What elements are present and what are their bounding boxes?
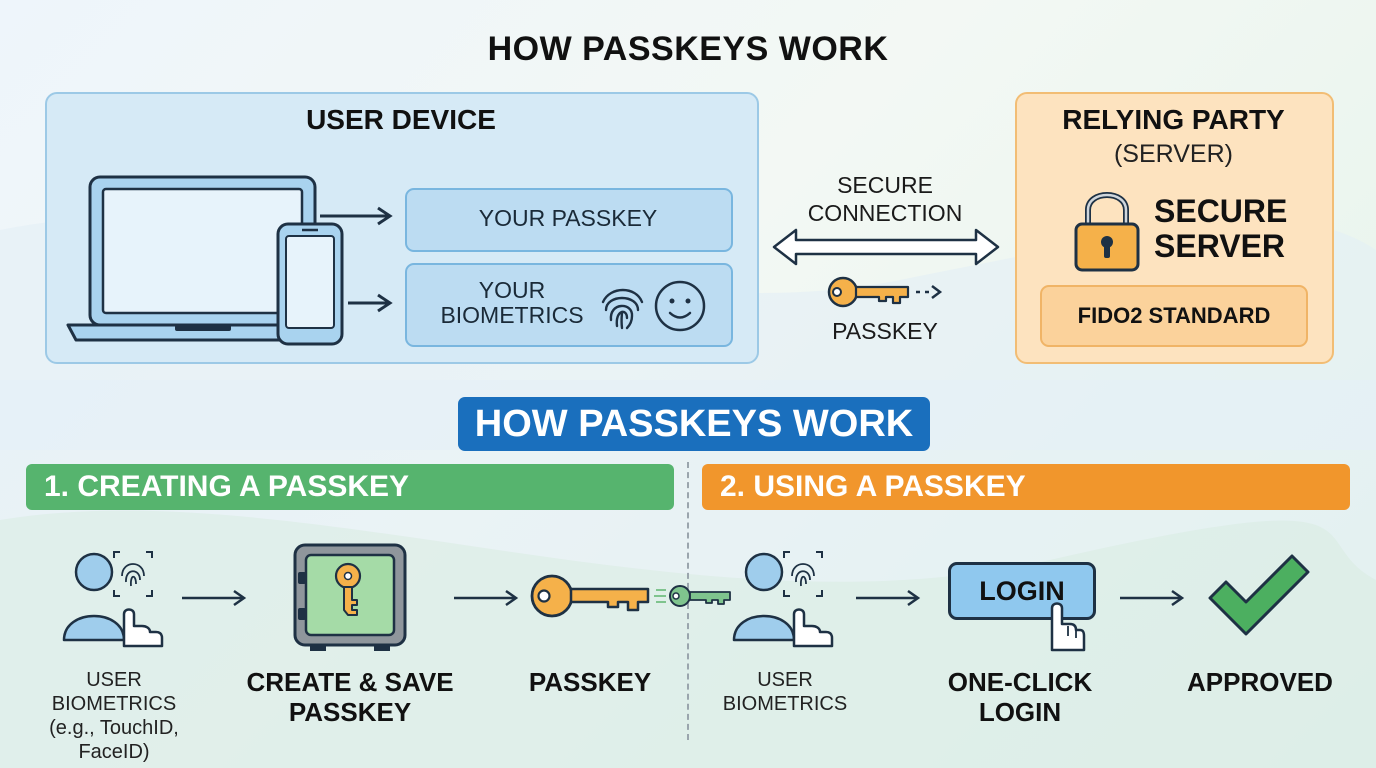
arrow-icon xyxy=(856,589,921,607)
your-biometrics-box xyxy=(405,263,733,347)
user-device-title: USER DEVICE xyxy=(306,104,496,135)
double-arrow-icon xyxy=(772,228,1000,266)
creating-step1-line3: (e.g., TouchID, FaceID) xyxy=(49,717,179,763)
creating-step2-line2: PASSKEY xyxy=(288,696,412,727)
secure-connection-label: SECURE CONNECTION xyxy=(790,172,980,227)
padlock-icon xyxy=(1074,192,1140,272)
connection-passkey-label: PASSKEY xyxy=(832,318,938,344)
phone-icon xyxy=(276,222,344,346)
your-biometrics-label: YOUR BIOMETRICS xyxy=(420,277,604,329)
your-passkey-label: YOUR PASSKEY xyxy=(478,205,658,231)
pointer-hand-icon xyxy=(1050,602,1086,652)
your-passkey-box xyxy=(405,188,733,252)
user-touch-icon xyxy=(732,551,834,648)
secure-connection-line2: CONNECTION xyxy=(807,199,963,226)
using-step2-caption: ONE-CLICK LOGIN xyxy=(925,667,1115,728)
login-button[interactable]: LOGIN xyxy=(948,562,1096,620)
using-step3-caption: APPROVED xyxy=(1187,667,1333,697)
key-icon xyxy=(530,574,650,618)
creating-step3-caption: PASSKEY xyxy=(528,667,652,697)
relying-party-title: RELYING PARTY xyxy=(1062,104,1285,135)
creating-step1-caption: USER BIOMETRICS (e.g., TouchID, FaceID) xyxy=(20,668,208,764)
section-banner: HOW PASSKEYS WORK xyxy=(458,397,930,451)
biometrics-line2: BIOMETRICS xyxy=(440,302,584,329)
using-step2-line1: ONE-CLICK xyxy=(947,667,1093,697)
using-heading: 2. USING A PASSKEY xyxy=(702,464,1350,510)
arrow-icon xyxy=(1120,589,1185,607)
user-touch-icon xyxy=(62,551,164,648)
using-step1-line2: BIOMETRICS xyxy=(722,693,848,715)
safe-icon xyxy=(293,543,407,651)
creating-step2-caption: CREATE & SAVE PASSKEY xyxy=(240,667,460,728)
creating-heading: 1. CREATING A PASSKEY xyxy=(26,464,674,510)
face-icon xyxy=(654,280,706,332)
using-step1-line1: USER xyxy=(757,669,813,691)
key-icon xyxy=(827,276,943,308)
page-title: HOW PASSKEYS WORK xyxy=(487,30,889,68)
secure-server-line2: SERVER xyxy=(1154,227,1286,264)
using-step1-caption: USER BIOMETRICS xyxy=(700,668,870,716)
key-icon xyxy=(654,585,731,607)
checkmark-icon xyxy=(1208,554,1310,636)
biometrics-line1: YOUR xyxy=(478,277,546,303)
secure-connection-line1: SECURE xyxy=(837,172,933,198)
secure-server-label: SECURE SERVER xyxy=(1154,194,1287,263)
arrow-icon xyxy=(454,589,519,607)
creating-step2-line1: CREATE & SAVE xyxy=(246,667,454,697)
arrow-icon xyxy=(182,589,247,607)
fido2-standard-badge: FIDO2 STANDARD xyxy=(1040,285,1308,347)
arrow-icon xyxy=(320,206,393,313)
creating-step1-line2: BIOMETRICS xyxy=(51,693,177,715)
creating-step1-line1: USER xyxy=(86,669,142,691)
fingerprint-icon xyxy=(601,288,644,330)
secure-server-line1: SECURE xyxy=(1154,193,1288,229)
relying-party-subtitle: (SERVER) xyxy=(1113,140,1233,168)
laptop-icon xyxy=(66,175,340,342)
using-step2-line2: LOGIN xyxy=(978,696,1062,727)
